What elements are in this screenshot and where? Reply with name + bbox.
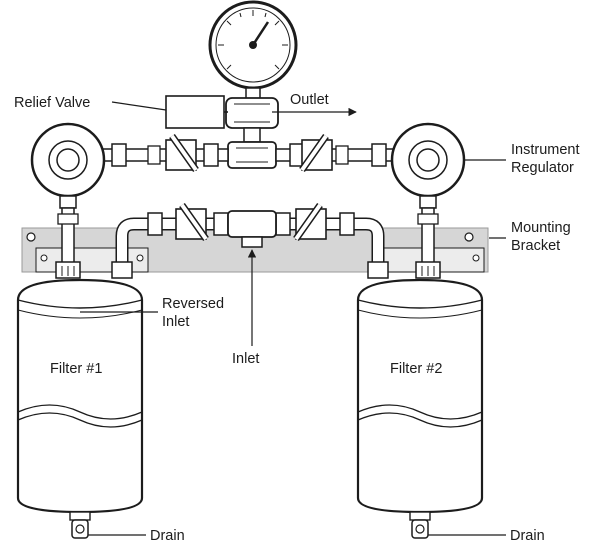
reversed-inlet-label-line2: Inlet [162,314,189,330]
filter-1-canister [16,278,144,521]
inlet-pipe-fittings [111,212,389,279]
drain-right-label: Drain [510,528,545,544]
pressure-gauge [208,0,298,101]
right-instrument-regulator [390,122,466,279]
mounting-bracket-label-line1: Mounting [511,220,571,236]
inlet-pipe-run [115,217,385,270]
inlet-right-ball-valve [293,202,327,242]
left-instrument-regulator [30,122,106,279]
filter-2-drain-valve [411,519,429,539]
inlet-left-ball-valve [175,202,209,242]
top-left-ball-valve [165,133,199,173]
filter-2-canister [356,278,484,521]
filter-1-label: Filter #1 [50,361,102,377]
top-right-ball-valve [299,133,333,173]
mounting-bracket-label-line2: Bracket [511,238,560,254]
relief-valve-leader [111,101,167,111]
top-tee-fitting [227,141,277,169]
filter-1-drain-valve [71,519,89,539]
outlet-cross-fitting [225,97,279,143]
inlet-tee-fitting [227,210,277,248]
filter-2-label: Filter #2 [390,361,442,377]
relief-valve [165,95,228,129]
relief-valve-label: Relief Valve [14,95,90,111]
leader-lines [80,101,506,536]
inlet-label: Inlet [232,351,259,367]
outlet-label: Outlet [290,92,329,108]
instrument-regulator-label-line2: Regulator [511,160,574,176]
reversed-inlet-label-line1: Reversed [162,296,224,312]
drain-left-label: Drain [150,528,185,544]
instrument-regulator-label-line1: Instrument [511,142,580,158]
